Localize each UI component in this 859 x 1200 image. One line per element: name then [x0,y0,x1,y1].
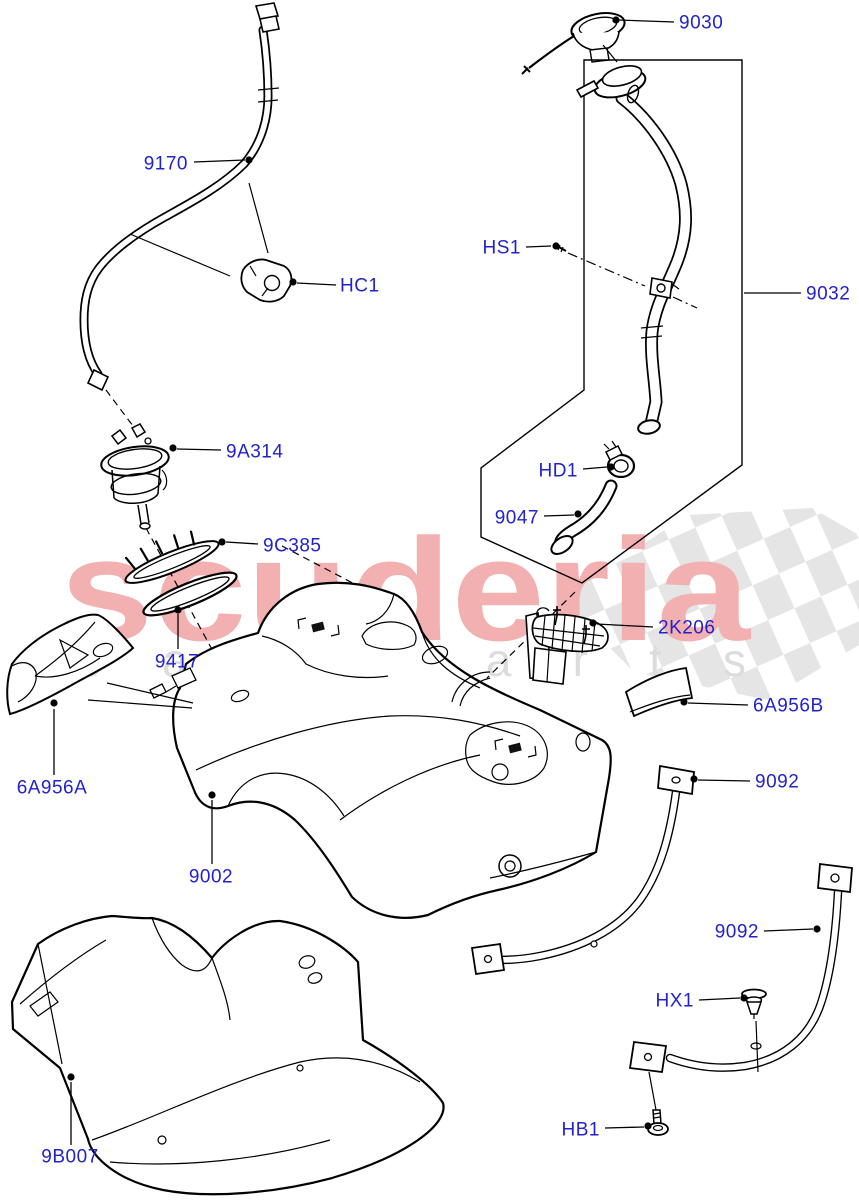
callout-label-9047[interactable]: 9047 [495,508,539,529]
leader-line-hx1 [698,997,741,1001]
callout-label-9092-lower[interactable]: 9092 [715,922,759,943]
connector-hc1 [240,258,293,303]
pin-hx1 [741,988,767,1073]
leader-line-6a956b [687,702,749,706]
leader-line-hd1 [582,466,608,470]
leader-line-9030 [617,19,675,23]
leader-dot-9002 [208,791,216,799]
leader-dot-hs1 [552,242,560,250]
callout-label-6a956a[interactable]: 6A956A [17,778,88,799]
callout-label-6a956b[interactable]: 6A956B [753,696,824,717]
leader-dot-hb1 [644,1122,652,1130]
leader-dot-9c385 [218,538,226,546]
clamp-hd1 [603,440,636,479]
leader-dot-9030 [612,16,620,24]
vent-tube-9170 [79,2,280,427]
leader-dot-hc1 [289,278,297,286]
callout-label-9a314[interactable]: 9A314 [226,442,283,463]
tube-end-fitting [86,368,110,392]
leader-dot-hx1 [740,994,748,1002]
fuel-cap-9030 [521,12,626,75]
hose-9047 [550,479,618,555]
callout-label-9b007[interactable]: 9B007 [41,1147,98,1168]
heat-shield-9b007 [10,914,445,1196]
leader-line-hc1 [296,282,337,286]
leader-line-9a314 [176,448,222,451]
pump-hole [230,689,250,703]
callout-label-hc1[interactable]: HC1 [340,276,380,297]
pump-module-9a314 [100,423,235,691]
pad-6a956b [624,667,694,718]
leader-dot-9047 [574,510,582,518]
callout-label-hs1[interactable]: HS1 [483,238,521,259]
callout-label-hd1[interactable]: HD1 [538,461,578,482]
callout-label-hx1[interactable]: HX1 [656,991,694,1012]
seal-ring-9417 [142,571,238,617]
cap-tether [528,35,575,69]
shield-6a956a [6,613,194,716]
callout-label-9c385[interactable]: 9C385 [263,536,322,557]
leader-dot-6a956b [680,698,688,706]
leader-line-hs1 [525,245,552,248]
lock-ring-9c385 [124,530,220,584]
bracket-grid-plate [531,613,609,653]
leader-line-9170 [193,159,246,163]
leader-line-9c385 [225,541,259,545]
filler-pipe-9032 [480,59,743,584]
bracket-2k206 [525,606,609,685]
callout-label-9032[interactable]: 9032 [806,284,850,305]
leader-dot-9170 [245,156,253,164]
leader-dot-9a314 [169,444,177,452]
pipe-mount-bracket [649,277,673,299]
callout-label-9170[interactable]: 9170 [144,154,188,175]
tube-top-connector [254,2,280,20]
callout-label-9417[interactable]: 9417 [155,652,199,673]
strap-9092-lower [628,862,853,1074]
leader-dot-9092-lower [813,925,821,933]
hc1-pointer-lines [129,182,269,277]
leader-dot-hd1 [607,463,615,471]
filler-spud [451,671,491,707]
callout-label-9002[interactable]: 9002 [189,867,233,888]
tank-fitting-mark [297,617,340,637]
leader-line-9092-lower [763,928,814,932]
callout-label-9092-upper[interactable]: 9092 [755,772,799,793]
fuel-tank-9002 [149,545,612,919]
leader-dot-2k206 [589,619,597,627]
pipe-lower-end [637,419,661,435]
callout-label-2k206[interactable]: 2K206 [658,618,715,639]
leader-dot-9092-upper [690,775,698,783]
leader-line-9047 [543,514,575,517]
leader-line-2k206 [596,623,654,628]
callout-label-9030[interactable]: 9030 [679,13,723,34]
callout-label-hb1[interactable]: HB1 [562,1120,600,1141]
leader-dot-9417 [174,606,182,614]
leader-line-hb1 [604,1126,645,1129]
leader-line-9092-upper [697,779,751,782]
leader-dot-6a956a [50,699,58,707]
tank-fitting-mark [494,738,537,758]
leader-dot-9b007 [67,1073,75,1081]
strap-9092-upper [470,764,695,976]
filler-pipe-boundary-box [480,59,743,584]
watermark: scuderia car parts [60,508,859,700]
